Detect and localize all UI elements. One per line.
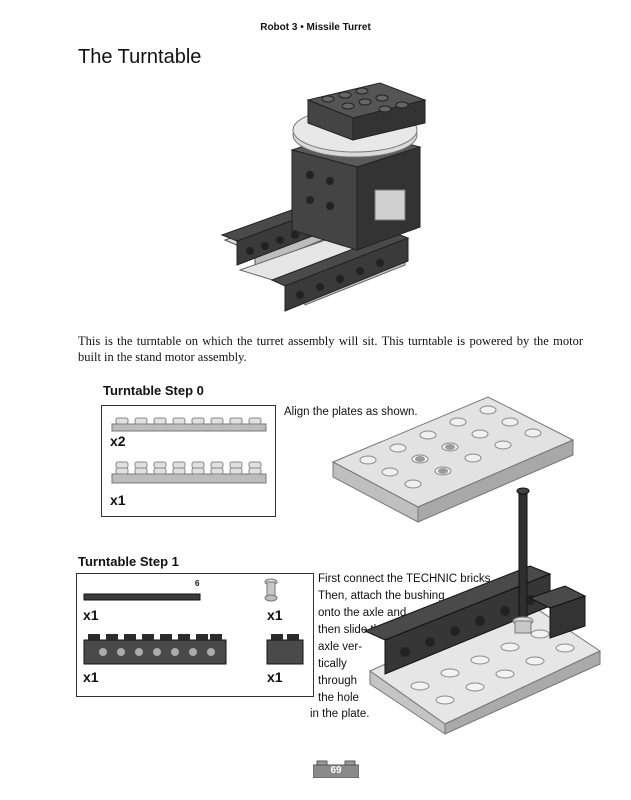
page-title: The Turntable — [78, 46, 202, 68]
plate-1x8-image — [111, 417, 267, 432]
page-number-brick — [313, 760, 359, 778]
description-paragraph: This is the turntable on which the turre… — [78, 334, 583, 364]
axle-6-image — [83, 593, 201, 601]
step1-instruction-line: in the plate. — [310, 708, 370, 720]
brick-1x2-image — [266, 634, 304, 665]
page-number: 69 — [330, 765, 342, 776]
step0-part2-qty: x1 — [110, 492, 126, 508]
step1-part3-qty: x1 — [83, 669, 99, 685]
technic-brick-1x8-image — [83, 634, 227, 665]
step1-instruction-line: First connect the TECHNIC bricks. — [318, 573, 494, 585]
step1-instruction-line: onto the axle and — [318, 607, 407, 619]
step1-instruction-line: the hole — [318, 692, 359, 704]
turntable-illustration — [220, 82, 427, 312]
step1-instruction-line: axle ver- — [318, 641, 363, 653]
step1-part2-qty: x1 — [267, 607, 283, 623]
step1-part4-qty: x1 — [267, 669, 283, 685]
step0-title: Turntable Step 0 — [103, 383, 204, 398]
step1-instruction-line: Then, attach the bushing — [318, 590, 445, 602]
step0-parts-box: x2 x1 — [101, 405, 276, 517]
running-header: Robot 3 • Missile Turret — [260, 22, 371, 33]
step0-assembly-image — [331, 396, 575, 523]
step1-instruction-line: through — [318, 675, 358, 687]
step1-parts-box: 6 x1 x1 x1 x1 — [76, 573, 314, 697]
plate-2x8-image — [111, 461, 267, 484]
step0-part1-qty: x2 — [110, 433, 126, 449]
step1-assembly-image — [363, 487, 602, 735]
axle-length-label: 6 — [195, 579, 200, 588]
step0-instruction: Align the plates as shown. — [284, 406, 418, 418]
step1-title: Turntable Step 1 — [78, 554, 179, 569]
bushing-image — [264, 578, 278, 602]
step1-part1-qty: x1 — [83, 607, 99, 623]
step1-instruction-line: tically — [318, 658, 347, 670]
